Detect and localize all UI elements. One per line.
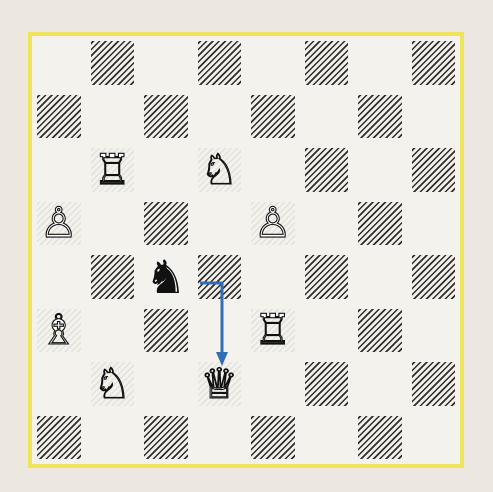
square-c3[interactable] [139,304,193,358]
square-a3[interactable]: ♗ [32,304,86,358]
white-pawn-icon[interactable]: ♙ [37,202,81,246]
square-f6[interactable] [300,143,354,197]
square-e5[interactable]: ♙ [246,197,300,251]
square-f7[interactable] [300,90,354,144]
white-knight-icon[interactable]: ♘ [91,362,135,406]
square-f3[interactable] [300,304,354,358]
square-f5[interactable] [300,197,354,251]
white-queen-icon[interactable]: ♕ [198,362,242,406]
square-c1[interactable] [139,411,193,465]
white-rook-icon[interactable]: ♖ [251,309,295,353]
white-knight-icon[interactable]: ♘ [198,148,242,192]
square-h6[interactable] [407,143,461,197]
square-f4[interactable] [300,250,354,304]
square-b1[interactable] [86,411,140,465]
square-f2[interactable] [300,357,354,411]
square-b7[interactable] [86,90,140,144]
square-a8[interactable] [32,36,86,90]
square-c6[interactable] [139,143,193,197]
black-knight-icon[interactable]: ♞ [139,250,193,304]
square-c7[interactable] [139,90,193,144]
square-g2[interactable] [353,357,407,411]
square-g6[interactable] [353,143,407,197]
square-c8[interactable] [139,36,193,90]
square-b8[interactable] [86,36,140,90]
square-c5[interactable] [139,197,193,251]
square-h5[interactable] [407,197,461,251]
white-bishop-icon[interactable]: ♗ [37,309,81,353]
square-g5[interactable] [353,197,407,251]
square-g1[interactable] [353,411,407,465]
square-d4[interactable] [193,250,247,304]
square-e7[interactable] [246,90,300,144]
square-g7[interactable] [353,90,407,144]
square-a7[interactable] [32,90,86,144]
white-rook-icon[interactable]: ♖ [91,148,135,192]
square-d3[interactable] [193,304,247,358]
square-e4[interactable] [246,250,300,304]
square-h1[interactable] [407,411,461,465]
square-g4[interactable] [353,250,407,304]
square-d2[interactable]: ♕ [193,357,247,411]
square-h4[interactable] [407,250,461,304]
square-e2[interactable] [246,357,300,411]
square-b2[interactable]: ♘ [86,357,140,411]
square-e1[interactable] [246,411,300,465]
square-e6[interactable] [246,143,300,197]
square-e8[interactable] [246,36,300,90]
square-a1[interactable] [32,411,86,465]
square-h8[interactable] [407,36,461,90]
square-a5[interactable]: ♙ [32,197,86,251]
square-g8[interactable] [353,36,407,90]
square-g3[interactable] [353,304,407,358]
square-f1[interactable] [300,411,354,465]
square-d5[interactable] [193,197,247,251]
square-d7[interactable] [193,90,247,144]
square-a2[interactable] [32,357,86,411]
square-c4[interactable]: ♞ [139,250,193,304]
square-h2[interactable] [407,357,461,411]
square-d1[interactable] [193,411,247,465]
square-c2[interactable] [139,357,193,411]
square-d8[interactable] [193,36,247,90]
square-b4[interactable] [86,250,140,304]
square-h7[interactable] [407,90,461,144]
square-f8[interactable] [300,36,354,90]
chess-board: ♖♘♙♙♞♗♖♘♕ [32,36,460,464]
white-pawn-icon[interactable]: ♙ [251,202,295,246]
square-h3[interactable] [407,304,461,358]
square-b5[interactable] [86,197,140,251]
square-a6[interactable] [32,143,86,197]
square-e3[interactable]: ♖ [246,304,300,358]
square-d6[interactable]: ♘ [193,143,247,197]
square-a4[interactable] [32,250,86,304]
square-b6[interactable]: ♖ [86,143,140,197]
square-b3[interactable] [86,304,140,358]
